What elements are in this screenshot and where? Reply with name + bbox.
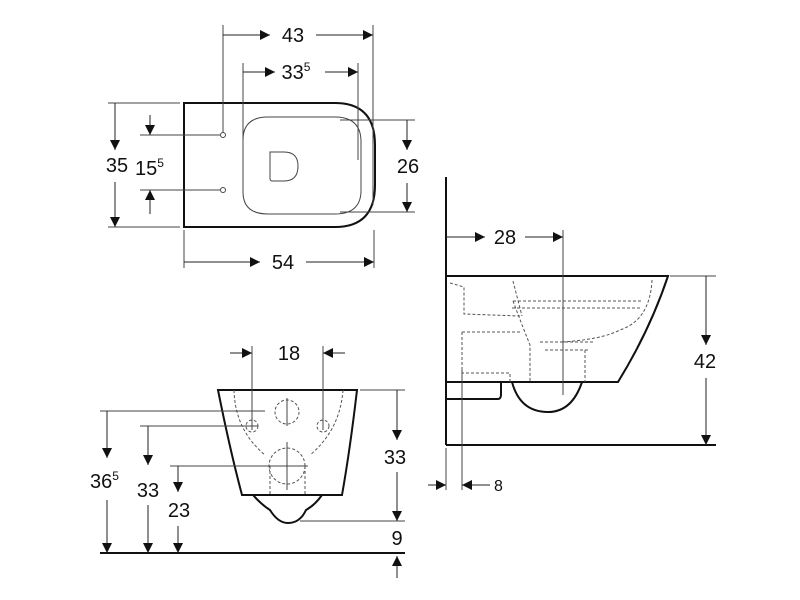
top-view-outline bbox=[183, 102, 376, 228]
dim-height-23: 23 bbox=[168, 500, 190, 522]
side-view: 28 42 8 bbox=[428, 177, 716, 495]
fixing-hole bbox=[220, 187, 226, 193]
dim-height-36-5: 365 bbox=[90, 469, 119, 493]
dim-height-9: 9 bbox=[391, 528, 402, 550]
dim-fixing-spacing: 155 bbox=[135, 156, 164, 180]
dim-seat-depth-26: 26 bbox=[397, 156, 419, 178]
bowl-opening bbox=[269, 151, 299, 182]
side-view-outline bbox=[446, 275, 670, 383]
seat-outline bbox=[242, 116, 362, 215]
dim-length-54: 54 bbox=[272, 252, 294, 274]
front-view-outline bbox=[216, 389, 359, 496]
dim-seat-width: 335 bbox=[282, 60, 311, 84]
dim-fixing-distance-18: 18 bbox=[278, 343, 300, 365]
dim-height-33-left: 33 bbox=[137, 480, 159, 502]
dim-depth-35: 35 bbox=[106, 155, 128, 177]
dim-offset-8: 8 bbox=[494, 478, 503, 495]
dim-height-33-right: 33 bbox=[384, 447, 406, 469]
dim-height-42: 42 bbox=[694, 351, 716, 373]
dim-axis-28: 28 bbox=[494, 227, 516, 249]
top-view: 43 335 35 155 26 54 bbox=[106, 25, 419, 274]
fixing-hole bbox=[220, 132, 226, 138]
front-view: 18 365 33 23 33 9 bbox=[90, 343, 406, 578]
outlet-bulge bbox=[252, 494, 323, 525]
dim-width-43: 43 bbox=[282, 25, 304, 47]
